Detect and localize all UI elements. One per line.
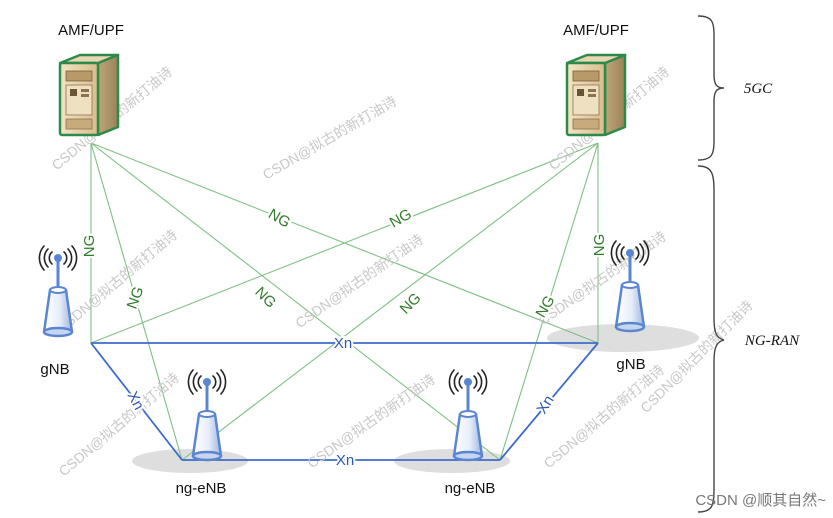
ngenb1-shadow [132,449,248,473]
xn-label: Xn [336,452,354,469]
antenna-tower-icon [610,240,650,333]
ng-link-amf2-gnb1 [90,142,599,344]
credit-text: CSDN @顺其自然~ [695,492,826,509]
ng-label: NG [251,284,279,312]
ng-label: NG [265,206,293,232]
antenna-tower-icon [38,245,78,338]
watermark-text: CSDN@拟古的新打油诗 [260,93,400,183]
antenna-tower-icon [187,369,227,462]
node-label-ngenb2: ng-eNB [445,480,496,497]
node-label-ngenb1: ng-eNB [176,480,227,497]
node-label-gnb2: gNB [616,356,645,373]
ng-links [90,142,599,461]
node-label-amf2: AMF/UPF [563,22,629,39]
watermark-text: CSDN@拟古的新打油诗 [540,361,667,471]
xn-link-gnb1-ngenb1 [90,342,183,461]
network-nodes: AMF/UPF AMF/UPF gNB gNB ng-eNB ng-eNB [38,22,650,497]
ngenb2-shadow [394,449,510,473]
ng-label: NG [387,206,415,232]
ng-link-amf2-ngenb2 [499,142,599,461]
section-braces: 5GC NG-RAN [697,15,800,513]
gnb2-shadow [547,324,699,352]
ng-link-amf1-ngenb1 [90,142,183,461]
ran-brace [697,165,725,513]
xn-links [90,342,599,461]
node-label-amf1: AMF/UPF [58,22,124,39]
ng-label: NG [124,284,148,311]
ng-link-amf2-ngenb1 [181,142,599,461]
ng-label: NG [591,234,608,257]
xn-label: Xn [334,335,352,352]
watermark-text: CSDN@拟古的新打油诗 [53,226,180,336]
core-brace [697,15,725,161]
server-icon [565,53,627,137]
node-label-gnb1: gNB [40,361,69,378]
xn-link-ngenb2-gnb2 [499,342,599,461]
ng-link-amf1-ngenb2 [90,142,501,461]
antenna-tower-icon [448,369,488,462]
core-brace-label: 5GC [744,81,773,97]
watermark-text: CSDN@拟古的新打油诗 [637,297,756,416]
ran-brace-label: NG-RAN [744,333,800,349]
ng-label: NG [81,235,98,258]
server-icon [58,53,120,137]
